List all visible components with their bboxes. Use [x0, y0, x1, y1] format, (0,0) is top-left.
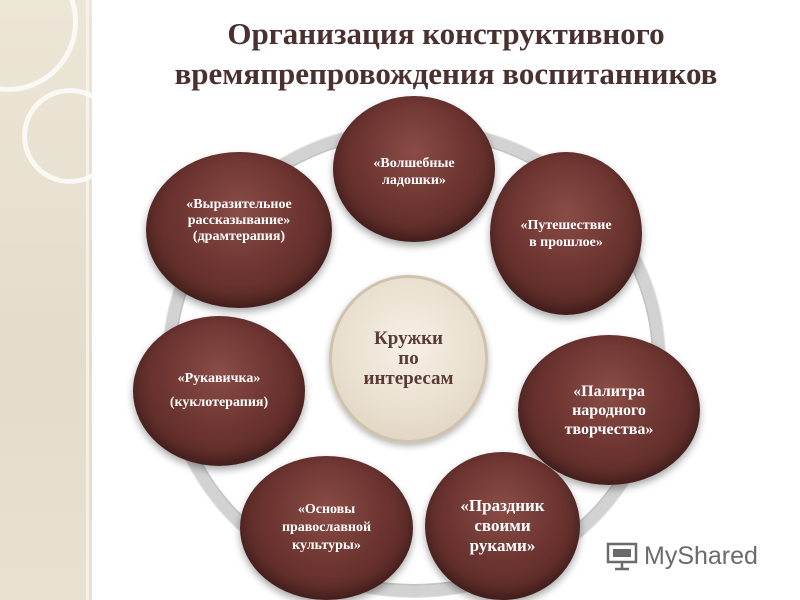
node-volshebnye-ladoshki: «Волшебные ладошки»	[333, 96, 495, 242]
title-line: Организация конструктивного	[227, 16, 665, 51]
node-label: православной	[281, 520, 372, 535]
node-label: своими	[474, 516, 531, 535]
node-prazdnik: «Праздник своими руками»	[425, 452, 580, 600]
center-label: интересам	[363, 368, 454, 389]
node-label: «Рукавичка»	[177, 371, 261, 386]
node-label: культуры»	[292, 538, 361, 553]
node-label: «Палитра	[573, 382, 645, 400]
node-label: (драмтерапия)	[192, 229, 286, 244]
node-label: «Волшебные	[373, 156, 455, 171]
decor-ring	[0, 0, 78, 92]
title-line: времяпрепровождения воспитанников	[174, 56, 718, 91]
node-label: творчества»	[564, 420, 654, 438]
node-label: народного	[572, 401, 646, 419]
watermark: MyShared	[606, 538, 766, 574]
node-label: «Праздник	[460, 496, 545, 515]
center-label: по	[398, 348, 419, 369]
node-label: «Выразительное	[186, 197, 292, 212]
node-rukavichka: «Рукавичка» (куклотерапия)	[133, 316, 305, 466]
center-node: Кружки по интересам	[329, 275, 488, 443]
node-label: «Основы	[297, 502, 356, 517]
node-label: (куклотерапия)	[169, 395, 269, 410]
node-palitra: «Палитра народного творчества»	[518, 335, 700, 485]
node-label: в прошлое»	[529, 234, 603, 250]
slide-title: Организация конструктивного времяпрепров…	[92, 14, 800, 94]
node-label: руками»	[469, 536, 536, 555]
node-osnovy: «Основы православной культуры»	[240, 456, 413, 600]
node-label: рассказывание»	[187, 213, 291, 228]
node-label: ладошки»	[382, 173, 446, 188]
node-rasskazyvanie: «Выразительное рассказывание» (драмтерап…	[146, 152, 332, 308]
node-label: «Путешествие	[520, 217, 612, 233]
watermark-text: MyShared	[644, 541, 758, 570]
presentation-board-icon	[606, 542, 638, 571]
side-decor-panel	[0, 0, 92, 600]
node-puteshestvie: «Путешествие в прошлое»	[490, 152, 642, 315]
side-decor-stripe	[86, 0, 89, 600]
center-label: Кружки	[373, 328, 443, 349]
decor-ring	[22, 88, 92, 184]
